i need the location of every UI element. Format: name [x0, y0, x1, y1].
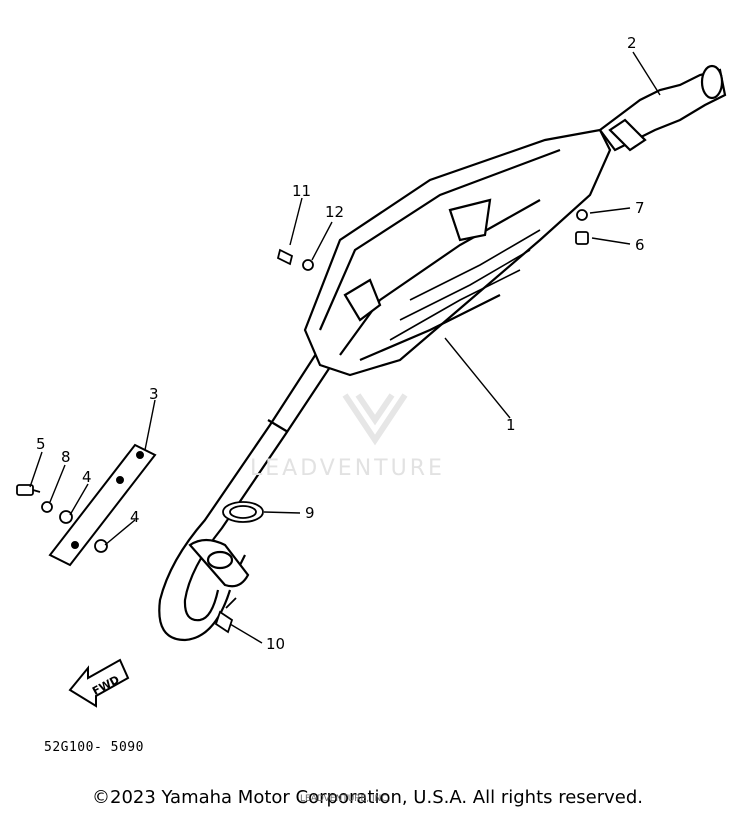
callout-11: 11 [292, 182, 311, 200]
callout-7: 7 [635, 199, 645, 217]
copyright-notice: ©2023 Yamaha Motor Corporation, U.S.A. A… [92, 787, 644, 808]
callout-6: 6 [635, 236, 645, 254]
callout-4b: 4 [130, 508, 140, 526]
callout-3: 3 [149, 385, 159, 403]
watermark-text: LEADVENTURE [250, 456, 445, 481]
callout-12: 12 [325, 203, 344, 221]
callout-10: 10 [266, 635, 285, 653]
bracket [48, 443, 157, 567]
callout-1: 1 [506, 416, 516, 434]
leader-lines [29, 51, 661, 644]
fwd-arrow [68, 658, 130, 708]
watermark-logo [342, 393, 408, 446]
hardware [16, 209, 589, 634]
callout-4a: 4 [82, 468, 92, 486]
callout-9: 9 [305, 504, 315, 522]
callout-5: 5 [36, 435, 46, 453]
callout-8: 8 [61, 448, 71, 466]
exhaust-pipe [158, 339, 341, 642]
footer-overlay-text: LEADVENTURE, INC. [300, 794, 391, 804]
callout-2: 2 [627, 34, 637, 52]
diagram-part-number: 52G100- 5090 [44, 740, 144, 755]
muffler [303, 64, 727, 377]
